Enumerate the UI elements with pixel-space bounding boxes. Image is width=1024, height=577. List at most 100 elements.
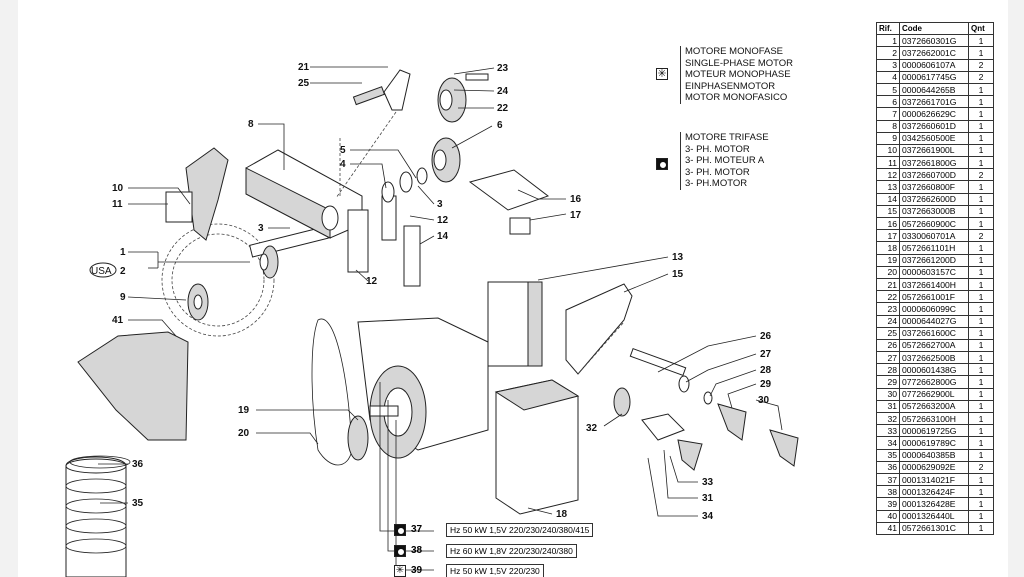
legend-three-phase: MOTORE TRIFASE 3- PH. MOTOR 3- PH. MOTEU… (680, 132, 769, 190)
spacer-3 (416, 167, 428, 185)
row-ref: 26 (876, 338, 900, 353)
switch-box (494, 379, 580, 515)
row-code: 0372661701G (899, 95, 969, 109)
handle-assembly (613, 348, 799, 471)
row-qty: 1 (968, 46, 994, 60)
three-phase-icon (394, 545, 406, 557)
row-ref: 21 (876, 277, 900, 292)
callout-3b: 3 (258, 223, 264, 234)
row-ref: 1 (876, 34, 900, 48)
row-code: 0572661001F (899, 290, 969, 304)
legend-text: MOTEUR MONOPHASE (685, 69, 791, 80)
parts-table-header: Rif. Code Qnt (876, 21, 994, 36)
legend-text: MOTORE MONOFASE (685, 46, 784, 57)
callout-23: 23 (497, 63, 509, 74)
hose-clamp (69, 455, 131, 469)
callout-12: 12 (437, 215, 449, 226)
row-ref: 4 (876, 70, 900, 84)
callout-9: 9 (120, 292, 126, 303)
callout-8: 8 (248, 119, 254, 130)
row-ref: 16 (876, 216, 900, 231)
row-ref: 13 (876, 180, 900, 194)
row-qty: 1 (968, 363, 994, 377)
callout-11: 11 (112, 199, 123, 210)
row-ref: 5 (876, 82, 900, 97)
saw-blade-left (161, 223, 275, 337)
callout-31: 31 (702, 493, 714, 504)
legend-text: SINGLE-PHASE MOTOR (685, 57, 794, 69)
row-ref: 18 (876, 241, 900, 255)
motor-option-text: Hz 50 kW 1,5V 220/230/240/380/415 (446, 523, 594, 537)
spring-lever (383, 69, 411, 111)
row-ref: 19 (876, 253, 900, 267)
legend-text: EINPHASENMOTOR (685, 80, 776, 92)
motor-option-text: Hz 50 kW 1,5V 220/230 (446, 564, 544, 577)
row-code: 0372661600C (899, 326, 969, 340)
row-code: 0000603157C (899, 265, 969, 279)
row-ref: 33 (876, 424, 900, 438)
row-code: 0001326424F (899, 485, 969, 499)
callout-6: 6 (497, 120, 503, 131)
callout-19: 19 (238, 405, 250, 416)
callout-22: 22 (497, 103, 509, 114)
row-qty: 1 (968, 351, 994, 365)
callout-16: 16 (570, 194, 582, 205)
motor-option-ref: 37 (411, 524, 423, 535)
row-ref: 2 (876, 46, 900, 60)
row-ref: 34 (876, 436, 900, 450)
callout-28: 28 (760, 365, 772, 376)
flange (187, 283, 209, 321)
row-qty: 1 (968, 509, 994, 523)
row-qty: 1 (968, 338, 994, 353)
row-ref: 35 (876, 448, 900, 462)
row-ref: 12 (876, 168, 900, 182)
row-qty: 1 (968, 302, 994, 316)
row-qty: 2 (968, 58, 994, 72)
row-code: 0572660900C (899, 216, 969, 231)
row-code: 0000606107A (899, 58, 969, 72)
bolt-23 (465, 73, 489, 81)
legend-text: 3- PH. MOTOR (685, 166, 750, 178)
row-qty: 1 (968, 387, 994, 401)
row-qty: 1 (968, 34, 994, 48)
blade-guard (185, 147, 229, 241)
row-ref: 37 (876, 472, 900, 487)
row-qty: 1 (968, 424, 994, 438)
row-qty: 1 (968, 399, 994, 414)
callout-2: 2 (120, 266, 126, 277)
row-code: 0572663100H (899, 411, 969, 426)
row-qty: 1 (968, 436, 994, 450)
row-ref: 3 (876, 58, 900, 72)
pulley-6 (431, 137, 461, 183)
row-qty: 1 (968, 375, 994, 389)
row-qty: 1 (968, 119, 994, 133)
parts-sheet: 21 25 23 24 22 6 8 5 4 3 12 14 16 17 10 … (18, 0, 1008, 577)
row-code: 0372660800F (899, 180, 969, 194)
single-phase-symbol-icon: ✳ (656, 68, 668, 80)
row-ref: 17 (876, 229, 900, 243)
row-ref: 23 (876, 302, 900, 316)
row-code: 0001326440L (899, 509, 969, 523)
row-ref: 41 (876, 521, 900, 535)
row-qty: 1 (968, 216, 994, 231)
row-qty: 1 (968, 156, 994, 170)
header-ref: Rif. (876, 21, 900, 36)
legend-text: 3- PH.MOTOR (685, 178, 748, 189)
callout-10: 10 (112, 183, 124, 194)
motor-option-37: 37 Hz 50 kW 1,5V 220/230/240/380/415 (394, 523, 618, 538)
